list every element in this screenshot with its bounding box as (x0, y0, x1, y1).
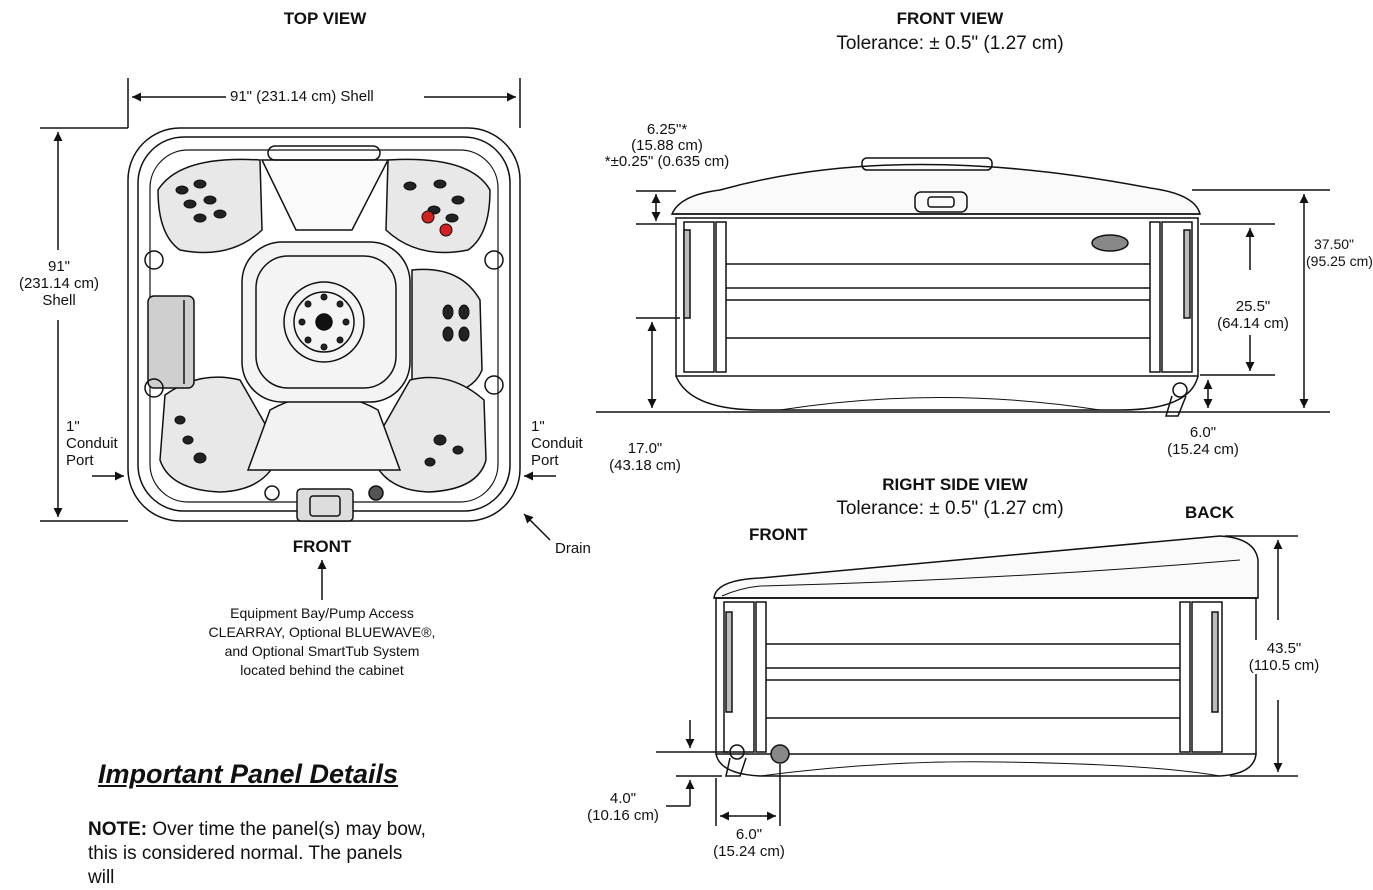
panel-note: NOTE: Over time the panel(s) may bow, th… (88, 819, 426, 888)
cabinet-front (675, 217, 1199, 377)
red-jets (421, 210, 453, 237)
base-height-label: 17.0" (43.18 cm) (609, 440, 681, 474)
drain-label: Drain (555, 540, 591, 557)
side-front-label: FRONT (749, 525, 808, 544)
side-view-tolerance: Tolerance: ± 0.5" (1.27 cm) (836, 498, 1064, 519)
cabinet-height-label: 25.5" (64.14 cm) (1210, 298, 1296, 332)
lid-dimension-label: 6.25"* (15.88 cm) *±0.25" (0.635 cm) (604, 121, 730, 170)
skirt-height-label: 6.0" (15.24 cm) (1167, 424, 1239, 458)
conduit-left-label: 1" Conduit Port (66, 418, 118, 469)
front-view-drawing (670, 157, 1201, 417)
port-height-label: 4.0" (10.16 cm) (587, 790, 659, 824)
top-view-dimensions (53, 92, 556, 600)
side-view-drawing (713, 535, 1259, 777)
drawing-canvas (40, 78, 1330, 850)
top-view-title: TOP VIEW (283, 9, 367, 28)
side-back-label: BACK (1185, 503, 1235, 522)
top-width-label: 91" (231.14 cm) Shell (228, 88, 376, 105)
port-offset-label: 6.0" (15.24 cm) (704, 826, 794, 860)
side-height-label: 43.5" (110.5 cm) (1236, 640, 1332, 674)
side-view-title: RIGHT SIDE VIEW (882, 475, 1028, 494)
jets (174, 179, 470, 467)
panel-heading: Important Panel Details (98, 759, 399, 789)
equipment-note: Equipment Bay/Pump Access CLEARRAY, Opti… (208, 605, 436, 678)
front-view-dimensions (596, 189, 1330, 413)
conduit-right-label: 1" Conduit Port (531, 418, 583, 469)
top-height-label: 91" (231.14 cm) Shell (14, 258, 104, 309)
cabinet-side (715, 597, 1257, 755)
total-height-label: 37.50" (95.25 cm) (1306, 236, 1373, 269)
front-view-title: FRONT VIEW (896, 9, 1004, 28)
top-front-label: FRONT (292, 537, 352, 556)
front-view-tolerance: Tolerance: ± 0.5" (1.27 cm) (836, 33, 1064, 54)
conduit-port-circle (770, 744, 790, 764)
